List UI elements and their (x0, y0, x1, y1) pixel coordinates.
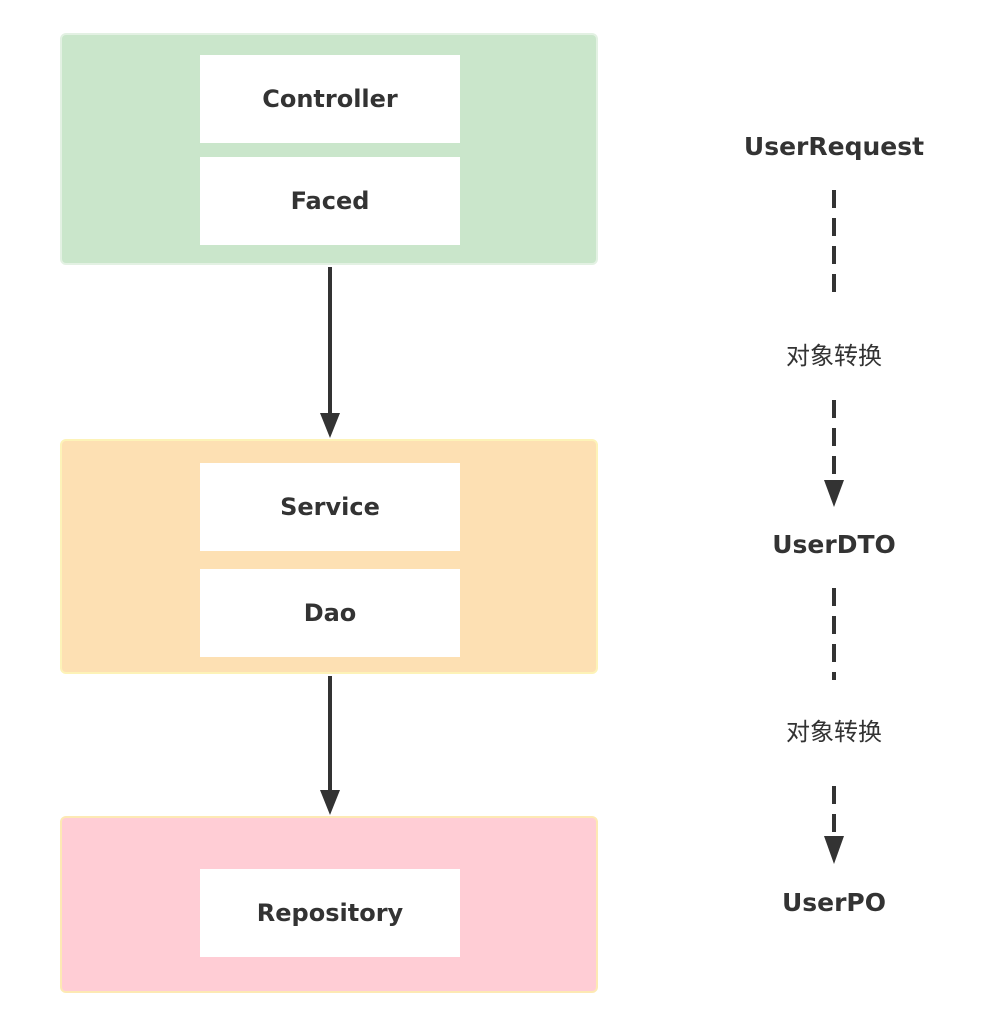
persistence-layer: Repository (60, 816, 598, 993)
conversion-label-1: 对象转换 (786, 342, 882, 370)
presentation-layer: Controller Faced (60, 33, 598, 265)
controller-box: Controller (200, 55, 460, 143)
arrowhead-conversion-to-po (824, 836, 844, 864)
arrowhead-conversion-to-dto (824, 480, 844, 507)
faced-box: Faced (200, 157, 460, 245)
arrowhead-business-to-persistence (320, 790, 340, 815)
dao-box: Dao (200, 569, 460, 657)
repository-box: Repository (200, 869, 460, 957)
business-layer: Service Dao (60, 439, 598, 674)
conversion-label-2: 对象转换 (786, 718, 882, 746)
service-box: Service (200, 463, 460, 551)
arrowhead-presentation-to-business (320, 413, 340, 438)
user-po-label: UserPO (781, 888, 887, 917)
user-request-label: UserRequest (743, 132, 925, 161)
user-dto-label: UserDTO (772, 530, 896, 559)
